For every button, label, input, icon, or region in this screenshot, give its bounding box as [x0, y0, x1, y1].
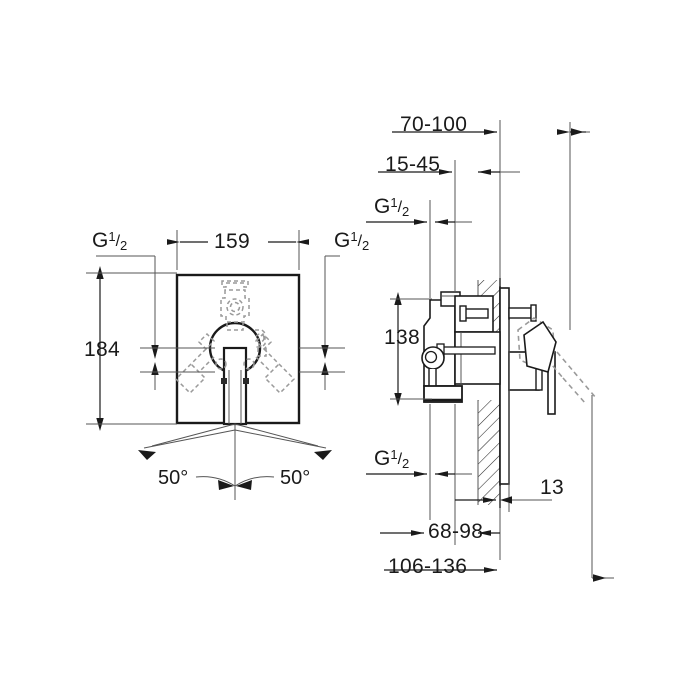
valve-cross-bar	[442, 346, 496, 355]
bottom-outlet-block	[423, 385, 463, 403]
angle-right-arrow	[314, 450, 332, 460]
side-projection-inner-label: 68-98	[428, 520, 484, 543]
hidden-top-valve-detail	[220, 280, 250, 331]
side-g-thread-bottom-label: G1/2	[374, 447, 410, 471]
stem-fitting-right	[243, 378, 249, 384]
outlet-nipple-front	[508, 307, 532, 319]
center-stem	[222, 346, 248, 426]
g-left-arrow-down	[151, 345, 159, 359]
side-section-view-group	[366, 120, 614, 582]
front-g-thread-right-label: G1/2	[334, 229, 370, 253]
front-view-group	[86, 230, 345, 500]
side-nipple	[463, 308, 489, 319]
side-plate-thickness-label: 13	[540, 476, 564, 499]
front-height-dimension-label: 184	[84, 338, 120, 361]
front-angle-left-label: 50°	[158, 467, 189, 489]
valve-lower-block	[454, 331, 501, 385]
hidden-outlet-arms	[174, 332, 296, 395]
angle-left-arrow	[138, 450, 156, 460]
side-g-thread-top-label: G1/2	[374, 195, 410, 219]
g-right-arrow-down	[321, 345, 329, 359]
front-g-thread-left-label: G1/2	[92, 229, 128, 253]
side-depth-inner-label: 15-45	[385, 153, 441, 176]
trim-plate	[499, 287, 510, 485]
hidden-right-valve-detail	[255, 329, 267, 357]
stem-fitting-left	[221, 378, 227, 384]
handle-lever-body	[523, 320, 557, 373]
side-height-center-label: 138	[384, 326, 420, 349]
front-width-dimension-label: 159	[214, 230, 250, 253]
front-angle-right-label: 50°	[280, 467, 311, 489]
g-right-arrow-up	[321, 362, 329, 375]
side-depth-outer-label: 70-100	[400, 113, 468, 136]
side-projection-outer-label: 106-136	[388, 555, 468, 578]
wall-hatch-lower	[478, 400, 500, 505]
g-left-arrow-up	[151, 362, 159, 375]
